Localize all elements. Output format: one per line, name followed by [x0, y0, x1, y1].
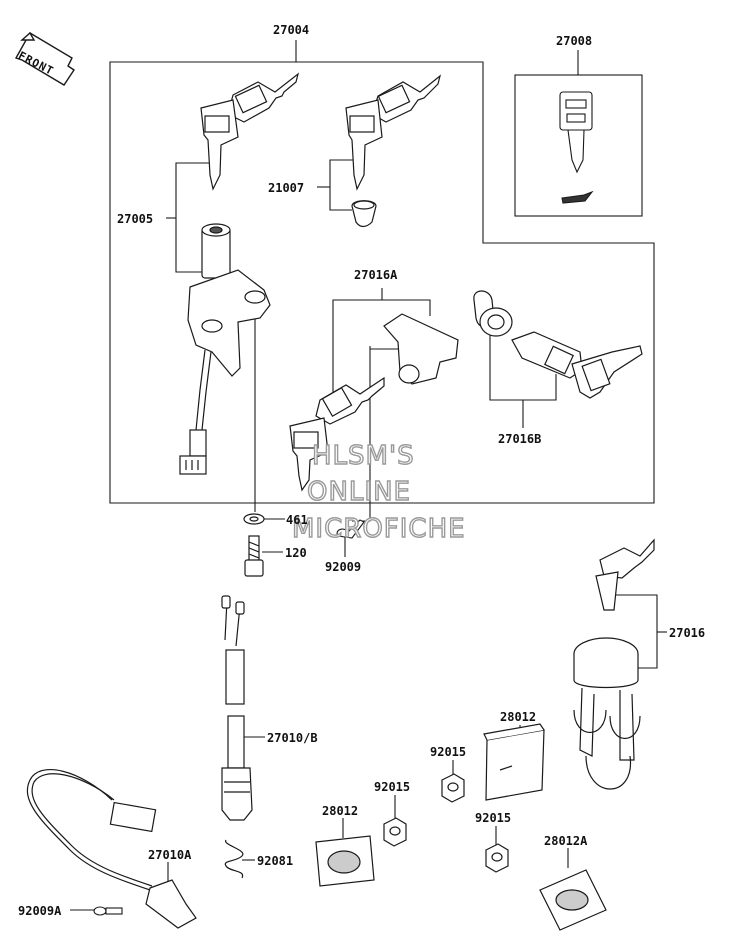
- chain-lock-27016: [573, 538, 655, 790]
- screw-92009A: [93, 906, 123, 916]
- key-part-27008: [559, 91, 594, 204]
- key-part-21007: [345, 74, 442, 228]
- part-label-21007[interactable]: 21007: [268, 181, 305, 195]
- part-label-92015-left[interactable]: 92015: [374, 780, 411, 794]
- watermark-line-2: ONLINE: [306, 477, 411, 507]
- switch-part-27010A: [26, 769, 197, 929]
- switch-part-27010B: [221, 595, 253, 879]
- lock-part-27016B: [473, 290, 643, 399]
- nut-92015-mid: [441, 773, 465, 803]
- washer-461: [243, 513, 265, 525]
- assembly-frame-27004: [109, 61, 655, 504]
- part-label-28012-left[interactable]: 28012: [322, 804, 359, 818]
- plate-28012-right: [483, 723, 545, 801]
- part-label-27004[interactable]: 27004: [273, 23, 310, 37]
- plate-28012-left: [315, 835, 375, 887]
- part-label-92015-low[interactable]: 92015: [475, 811, 512, 825]
- part-label-28012-right[interactable]: 28012: [500, 710, 537, 724]
- part-label-27016A[interactable]: 27016A: [354, 268, 398, 282]
- part-label-27008[interactable]: 27008: [556, 34, 593, 48]
- ignition-switch-27005: [179, 223, 271, 475]
- part-label-92081[interactable]: 92081: [257, 854, 294, 868]
- nut-92015-low: [485, 843, 509, 873]
- key-part-27005: [200, 72, 300, 191]
- part-label-28012A[interactable]: 28012A: [544, 834, 588, 848]
- plate-28012A: [539, 869, 607, 931]
- screw-92009: [336, 519, 365, 539]
- part-label-27016B[interactable]: 27016B: [498, 432, 542, 446]
- part-label-27010A[interactable]: 27010A: [148, 848, 192, 862]
- bolt-120: [244, 535, 264, 577]
- part-label-27010B[interactable]: 27010/B: [267, 731, 318, 745]
- watermark-line-1: HLSM'S: [311, 441, 415, 471]
- nut-92015-left: [383, 817, 407, 847]
- lock-part-27016A: [289, 313, 459, 492]
- watermark-line-3: MICROFICHE: [291, 514, 466, 544]
- front-arrow-icon: [14, 31, 75, 86]
- part-label-27016[interactable]: 27016: [669, 626, 706, 640]
- part-label-27005[interactable]: 27005: [117, 212, 154, 226]
- part-label-92015-mid[interactable]: 92015: [430, 745, 467, 759]
- part-label-92009A[interactable]: 92009A: [18, 904, 62, 918]
- part-label-120[interactable]: 120: [285, 546, 307, 560]
- part-label-92009[interactable]: 92009: [325, 560, 362, 574]
- part-label-461[interactable]: 461: [286, 513, 308, 527]
